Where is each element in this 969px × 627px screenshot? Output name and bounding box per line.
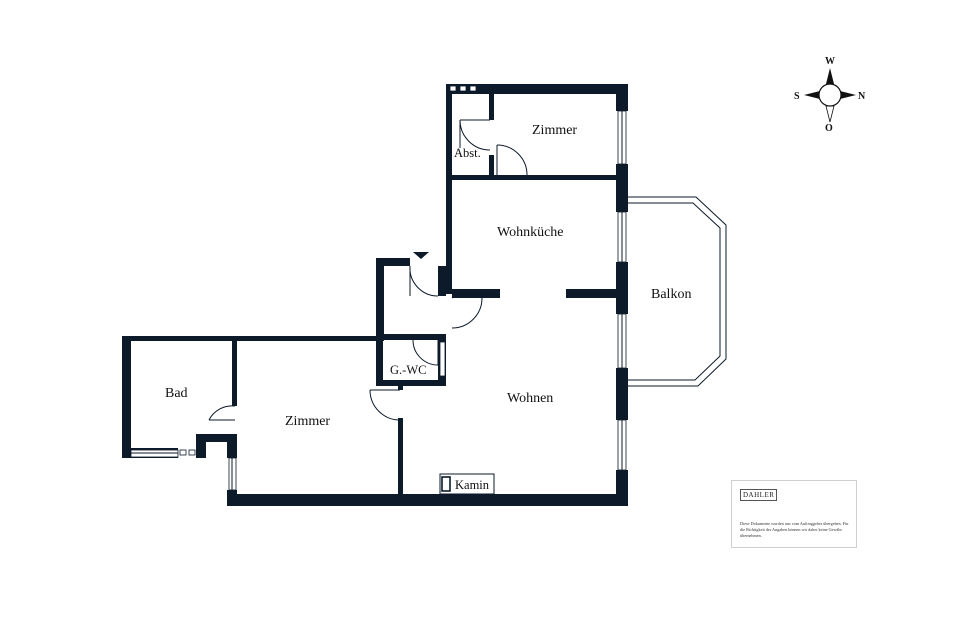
room-label-zimmer-top: Zimmer	[532, 123, 577, 138]
room-label-wohnen: Wohnen	[507, 391, 553, 406]
entrance-arrow-icon	[413, 252, 429, 259]
kamin-label: Kamin	[455, 478, 490, 492]
compass-west: W	[825, 56, 835, 67]
compass-east: O	[825, 123, 833, 134]
compass-icon: W S N O	[794, 56, 866, 134]
room-label-balkon: Balkon	[651, 287, 691, 302]
room-label-gwc: G.-WC	[390, 363, 426, 377]
walls	[122, 84, 628, 506]
balcony-outline	[628, 196, 727, 387]
compass-south: S	[794, 91, 800, 102]
disclaimer-text: Diese Dokumente wurden uns vom Auftragge…	[740, 521, 849, 538]
disclaimer-box: DAHLER Diese Dokumente wurden uns vom Au…	[731, 480, 857, 548]
brand-logo: DAHLER	[740, 489, 778, 501]
room-label-zimmer-left: Zimmer	[285, 414, 330, 429]
kamin: Kamin	[439, 473, 495, 495]
room-label-bad: Bad	[165, 386, 188, 401]
room-label-abst: Abst.	[454, 146, 481, 160]
windows	[130, 85, 627, 491]
room-label-wohnkueche: Wohnküche	[497, 225, 564, 240]
compass-north: N	[858, 91, 866, 102]
doors	[208, 119, 528, 421]
